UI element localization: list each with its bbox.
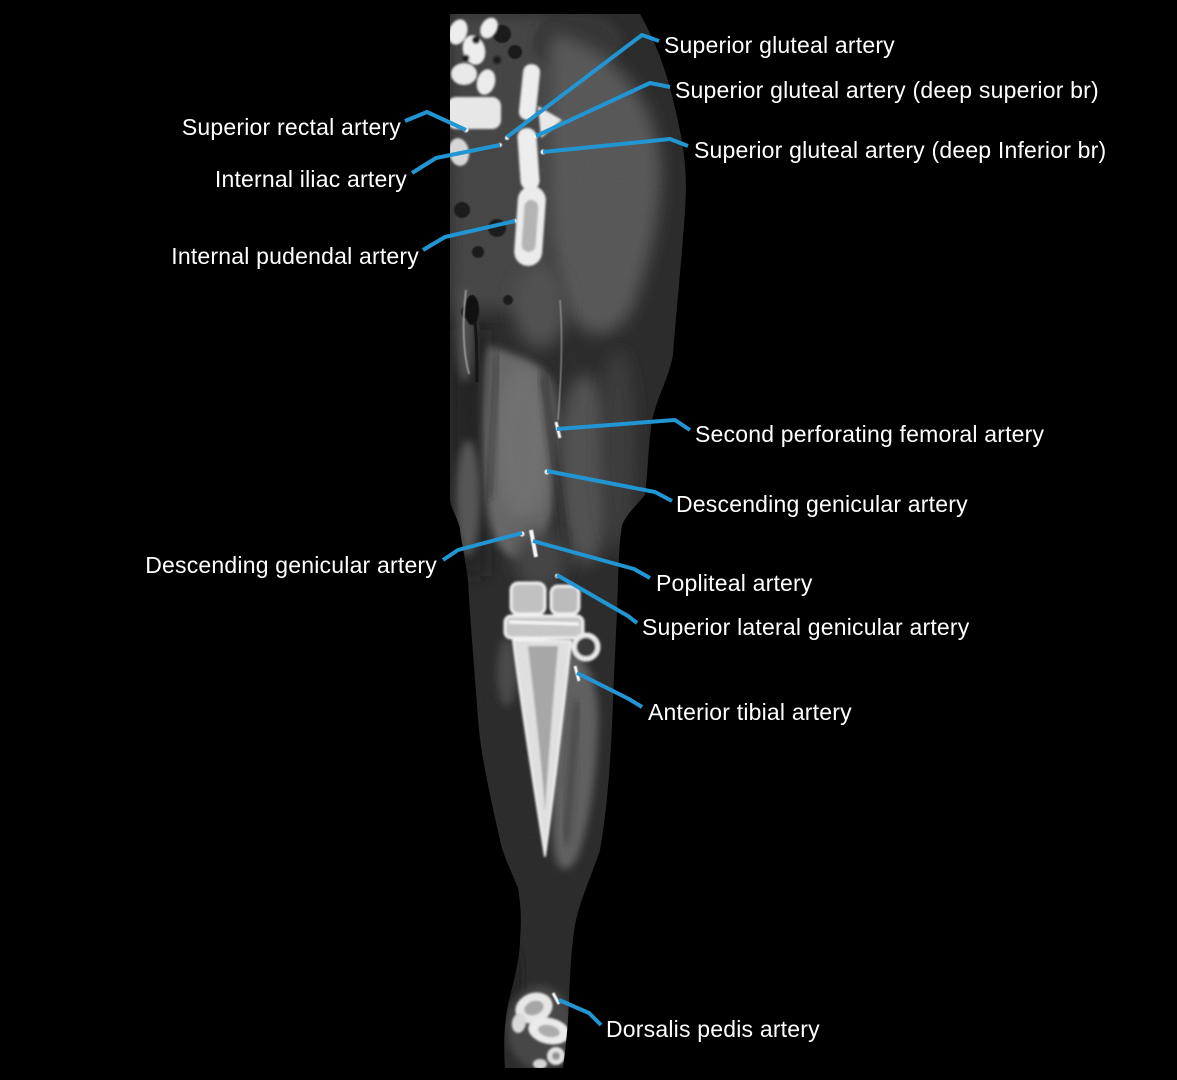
label-internal-pudendal: Internal pudendal artery	[171, 243, 419, 269]
leader-line-popliteal	[532, 539, 651, 580]
leader-line-internal-iliac	[410, 143, 501, 175]
label-popliteal: Popliteal artery	[656, 570, 813, 596]
label-descending-genicular-right: Descending genicular artery	[676, 491, 968, 517]
leader-line-superior-lateral-genicular	[555, 573, 639, 625]
label-second-perforating-femoral: Second perforating femoral artery	[695, 421, 1045, 447]
label-superior-rectal: Superior rectal artery	[182, 114, 401, 140]
leader-line-superior-gluteal-deep-superior	[535, 81, 671, 138]
label-anterior-tibial: Anterior tibial artery	[648, 699, 852, 725]
leader-line-internal-pudendal	[421, 219, 516, 252]
label-superior-lateral-genicular: Superior lateral genicular artery	[642, 614, 970, 640]
leader-line-descending-genicular-right	[546, 469, 673, 503]
leader-line-descending-genicular-left	[441, 531, 523, 562]
label-superior-gluteal-deep-inferior: Superior gluteal artery (deep Inferior b…	[694, 137, 1106, 163]
label-superior-gluteal: Superior gluteal artery	[664, 32, 895, 58]
leader-line-superior-gluteal-deep-inferior	[542, 137, 689, 154]
label-descending-genicular-left: Descending genicular artery	[145, 552, 437, 578]
label-internal-iliac: Internal iliac artery	[215, 166, 407, 192]
leader-line-second-perforating-femoral	[556, 418, 692, 432]
label-superior-gluteal-deep-superior: Superior gluteal artery (deep superior b…	[675, 77, 1099, 103]
leader-line-dorsalis-pedis	[558, 998, 603, 1027]
leader-line-superior-gluteal	[505, 33, 660, 139]
label-dorsalis-pedis: Dorsalis pedis artery	[606, 1016, 820, 1042]
leader-line-anterior-tibial	[576, 671, 644, 709]
leader-line-superior-rectal	[404, 110, 467, 132]
